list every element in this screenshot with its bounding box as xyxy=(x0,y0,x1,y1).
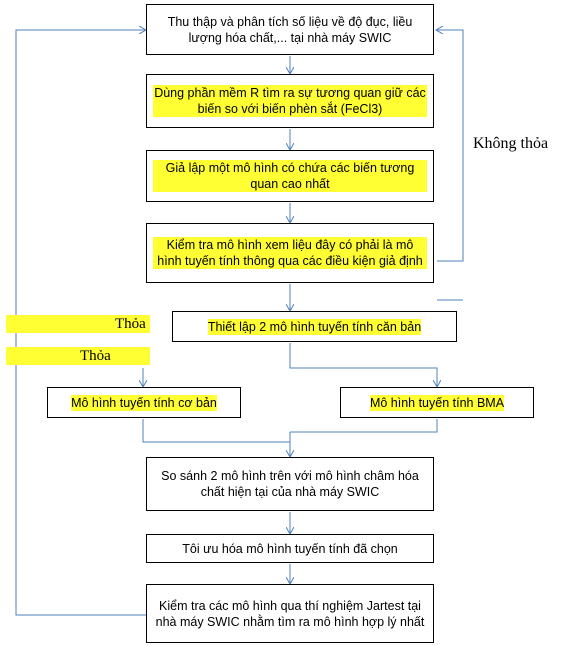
merge-right xyxy=(290,419,438,433)
step-compare-models: So sánh 2 mô hình trên với mô hình châm … xyxy=(146,457,434,511)
step-check-linear: Kiểm tra mô hình xem liệu đây có phải là… xyxy=(146,223,434,283)
thoa-highlight-2 xyxy=(6,347,150,365)
label-khong-thoa: Không thỏa xyxy=(473,135,549,152)
step-bma-model: Mô hình tuyến tính BMA xyxy=(340,387,534,418)
step-build-models-text: Thiết lập 2 mô hình tuyến tính căn bản xyxy=(207,318,422,335)
step-basic-model: Mô hình tuyến tính cơ bản xyxy=(47,387,241,418)
arrow-to-bma xyxy=(289,343,437,386)
label-thoa-1: Thỏa xyxy=(115,316,146,332)
step-jartest: Kiểm tra các mô hình qua thí nghiệm Jart… xyxy=(146,584,434,643)
step-correlation-text: Dùng phần mềm R tìm ra sự tương quan giữ… xyxy=(153,85,427,117)
step-correlation: Dùng phần mềm R tìm ra sự tương quan giữ… xyxy=(146,74,434,128)
thoa-highlight-1 xyxy=(6,315,150,333)
loop-khong-thoa xyxy=(437,30,464,262)
step-basic-model-text: Mô hình tuyến tính cơ bản xyxy=(71,394,217,411)
label-thoa-2: Thỏa xyxy=(80,348,111,364)
step-collect-data: Thu thập và phân tích số liệu về độ đục,… xyxy=(146,4,434,55)
step-bma-model-text: Mô hình tuyến tính BMA xyxy=(369,394,505,411)
step-simulate-model-text: Giả lập một mô hình có chứa các biến tươ… xyxy=(153,160,427,192)
step-simulate-model: Giả lập một mô hình có chứa các biến tươ… xyxy=(146,150,434,202)
step-build-models: Thiết lập 2 mô hình tuyến tính căn bản xyxy=(172,311,457,342)
merge-left xyxy=(142,419,290,443)
step-optimize: Tôi ưu hóa mô hình tuyến tính đã chọn xyxy=(146,534,434,563)
step-check-linear-text: Kiểm tra mô hình xem liệu đây có phải là… xyxy=(153,237,427,269)
